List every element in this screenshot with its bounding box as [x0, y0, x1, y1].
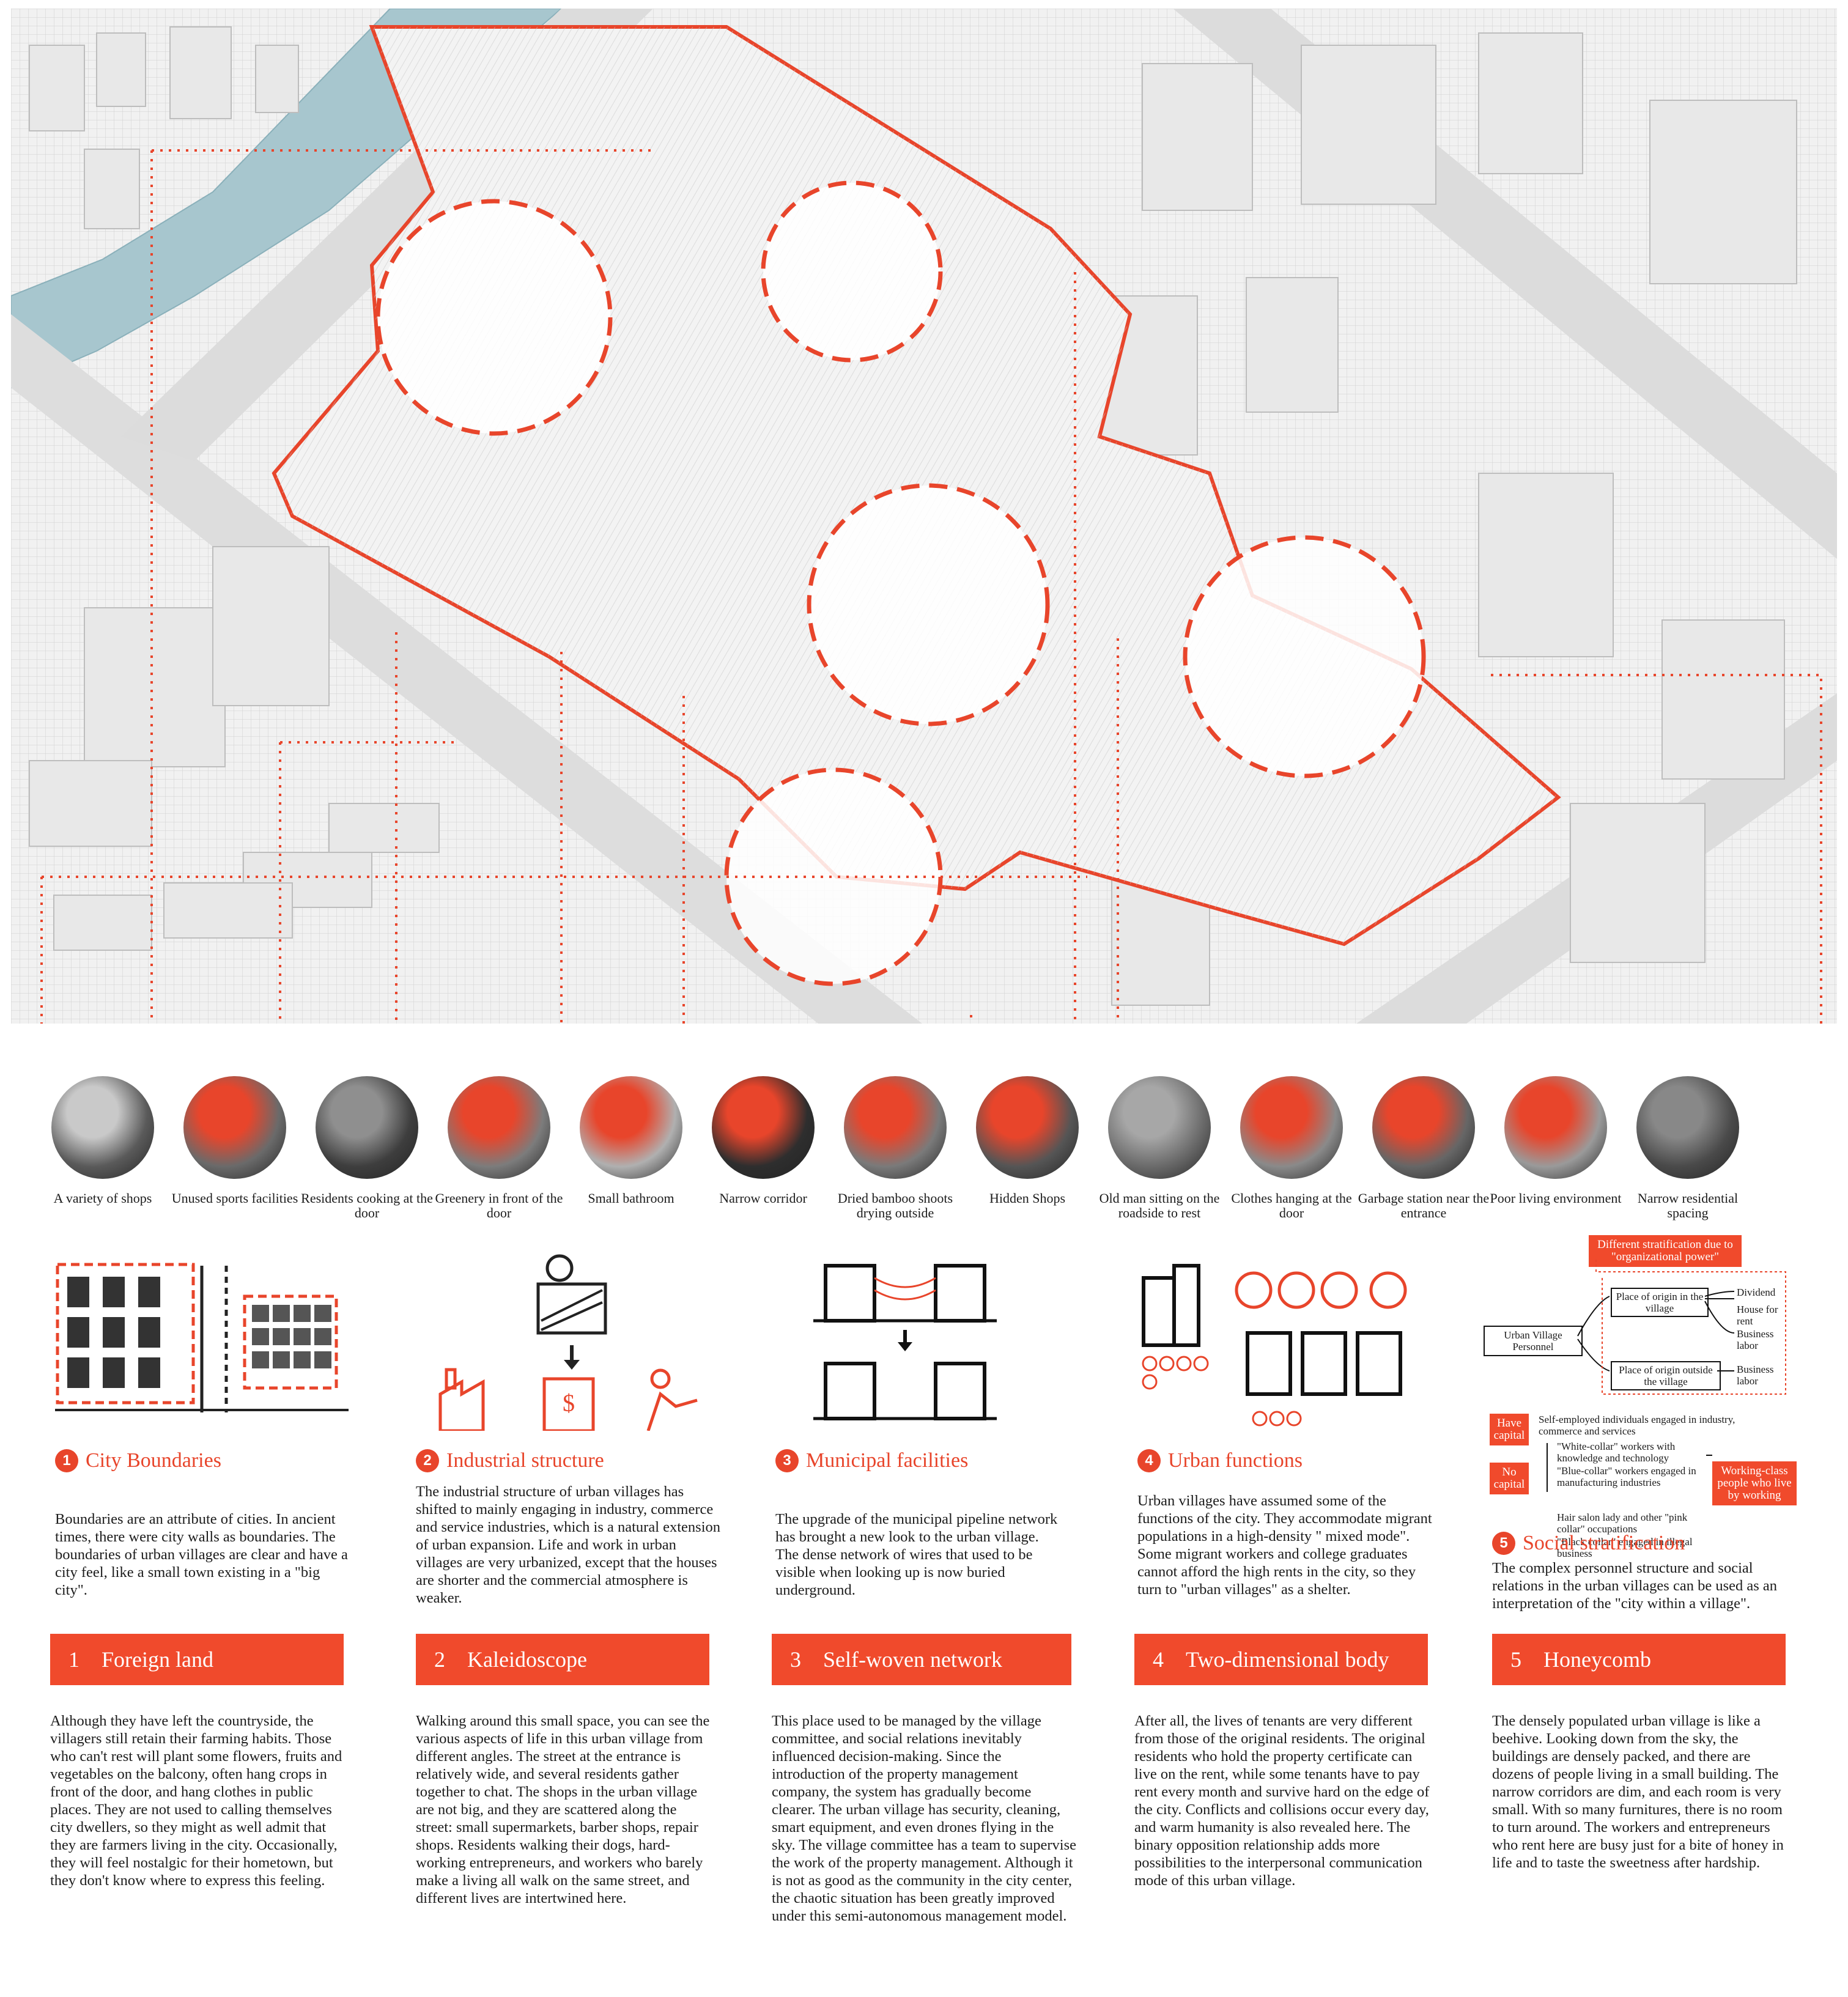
- band-1: 1 Foreign land: [50, 1634, 344, 1685]
- photo-caption: Unused sports facilities: [171, 1190, 298, 1206]
- photo-2: [183, 1076, 286, 1179]
- strat-no-capital-item: "White-collar" workers with knowledge an…: [1557, 1441, 1676, 1464]
- band-number: 1: [68, 1647, 79, 1672]
- photo-caption: Greenery in front of the door: [435, 1190, 563, 1220]
- photo-caption: Hidden Shops: [989, 1190, 1066, 1206]
- section-title-text: Industrial structure: [446, 1449, 604, 1472]
- photo-caption: Garbage station near the entrance: [1358, 1190, 1490, 1220]
- strat-origin-in: Place of origin in the village: [1611, 1288, 1709, 1317]
- social-stratification-diagram: Different stratification due to "organiz…: [1480, 1235, 1798, 1505]
- section-body: The upgrade of the municipal pipeline ne…: [775, 1511, 1058, 1598]
- section-title-text: Social stratification: [1523, 1532, 1685, 1554]
- strat-in-item: Dividend: [1737, 1286, 1776, 1298]
- section-number-badge: 3: [775, 1449, 799, 1472]
- photo-1: [51, 1076, 154, 1179]
- band-label: Self-woven network: [823, 1647, 1002, 1672]
- band-number: 5: [1510, 1647, 1521, 1672]
- strat-root: Urban Village Personnel: [1484, 1326, 1583, 1356]
- photo-7: [844, 1076, 947, 1179]
- section-title: 5 Social stratification: [1492, 1532, 1685, 1555]
- section-title: 2 Industrial structure: [416, 1449, 604, 1472]
- map-drawing: [11, 9, 1837, 1024]
- photo-caption: Old man sitting on the roadside to rest: [1099, 1190, 1220, 1220]
- section-title: 4 Urban functions: [1137, 1449, 1303, 1472]
- section-title: 1 City Boundaries: [55, 1449, 221, 1472]
- band-number: 4: [1153, 1647, 1164, 1672]
- photo-13: [1636, 1076, 1739, 1179]
- section-number-badge: 1: [55, 1449, 78, 1472]
- strat-connectors: [1547, 1260, 1786, 1492]
- urban-functions-diagram: [1142, 1264, 1407, 1427]
- section-body: Urban villages have assumed some of the …: [1137, 1493, 1432, 1598]
- strat-working-class: Working-class people who live by working: [1712, 1461, 1797, 1505]
- band-number: 2: [434, 1647, 445, 1672]
- section-body: The industrial structure of urban villag…: [416, 1483, 721, 1606]
- strat-no-capital: No capital: [1490, 1463, 1529, 1494]
- band-paragraph: This place used to be managed by the vil…: [772, 1713, 1077, 1924]
- photo-12: [1504, 1076, 1607, 1179]
- photo-caption: Dried bamboo shoots drying outside: [837, 1190, 953, 1220]
- strat-in-item: Business labor: [1737, 1328, 1774, 1351]
- band-3: 3 Self-woven network: [772, 1634, 1071, 1685]
- band-paragraph: Although they have left the countryside,…: [50, 1713, 342, 1889]
- highlight-circles: [375, 180, 1426, 986]
- band-label: Honeycomb: [1543, 1647, 1651, 1672]
- section-number-badge: 5: [1492, 1532, 1515, 1555]
- band-number: 3: [790, 1647, 801, 1672]
- strat-have-capital: Have capital: [1490, 1414, 1529, 1445]
- section-title-text: City Boundaries: [86, 1449, 221, 1472]
- photo-10: [1240, 1076, 1343, 1179]
- band-2: 2 Kaleidoscope: [416, 1634, 709, 1685]
- photo-3: [316, 1076, 418, 1179]
- strat-no-capital-item: "Black collar" engaged in illegal busine…: [1557, 1536, 1693, 1559]
- svg-text:$: $: [563, 1389, 575, 1417]
- band-paragraph: Walking around this small space, you can…: [416, 1713, 710, 1907]
- strat-no-capital-item: "Blue-collar" workers engaged in manufac…: [1557, 1465, 1696, 1488]
- band-5: 5 Honeycomb: [1492, 1634, 1786, 1685]
- photo-caption: Poor living environment: [1490, 1190, 1622, 1206]
- band-paragraph: After all, the lives of tenants are very…: [1134, 1713, 1430, 1889]
- photo-6: [712, 1076, 815, 1179]
- strat-no-capital-item: Hair salon lady and other "pink collar" …: [1557, 1512, 1688, 1535]
- strat-capital-desc: Self-employed individuals engaged in ind…: [1539, 1414, 1735, 1437]
- surrounding-buildings: [29, 26, 1797, 1006]
- photo-9: [1108, 1076, 1211, 1179]
- photo-11: [1372, 1076, 1475, 1179]
- section-number-badge: 2: [416, 1449, 439, 1472]
- band-4: 4 Two-dimensional body: [1134, 1634, 1428, 1685]
- band-label: Kaleidoscope: [467, 1647, 587, 1672]
- band-paragraph: The densely populated urban village is l…: [1492, 1713, 1784, 1871]
- strat-in-item: House for rent: [1737, 1304, 1778, 1327]
- band-label: Foreign land: [102, 1647, 213, 1672]
- photo-caption: A variety of shops: [53, 1190, 152, 1206]
- section-title: 3 Municipal facilities: [775, 1449, 968, 1472]
- photo-caption: Narrow corridor: [719, 1190, 807, 1206]
- road-main: [11, 314, 922, 1024]
- photo-4: [448, 1076, 550, 1179]
- strat-header: Different stratification due to "organiz…: [1589, 1235, 1742, 1267]
- section-title-text: Municipal facilities: [806, 1449, 969, 1472]
- photo-8: [976, 1076, 1079, 1179]
- municipal-facilities-diagram: [813, 1264, 997, 1420]
- photo-5: [580, 1076, 682, 1179]
- strat-out-item: Business labor: [1737, 1364, 1774, 1387]
- photo-caption: Small bathroom: [588, 1190, 675, 1206]
- section-number-badge: 4: [1137, 1449, 1161, 1472]
- industrial-structure-diagram: $: [438, 1254, 698, 1431]
- axonometric-map: [11, 9, 1837, 1024]
- band-label: Two-dimensional body: [1186, 1647, 1389, 1672]
- photo-caption: Clothes hanging at the door: [1231, 1190, 1352, 1220]
- strat-origin-out: Place of origin outside the village: [1611, 1361, 1721, 1390]
- section-body: Boundaries are an attribute of cities. I…: [55, 1511, 348, 1598]
- guide-lines: [40, 149, 1822, 1024]
- section-body: The complex personnel structure and soci…: [1492, 1560, 1778, 1612]
- section-title-text: Urban functions: [1168, 1449, 1303, 1472]
- photo-caption: Residents cooking at the door: [301, 1190, 433, 1220]
- city-boundaries-diagram: [55, 1263, 349, 1412]
- photo-caption: Narrow residential spacing: [1637, 1190, 1739, 1220]
